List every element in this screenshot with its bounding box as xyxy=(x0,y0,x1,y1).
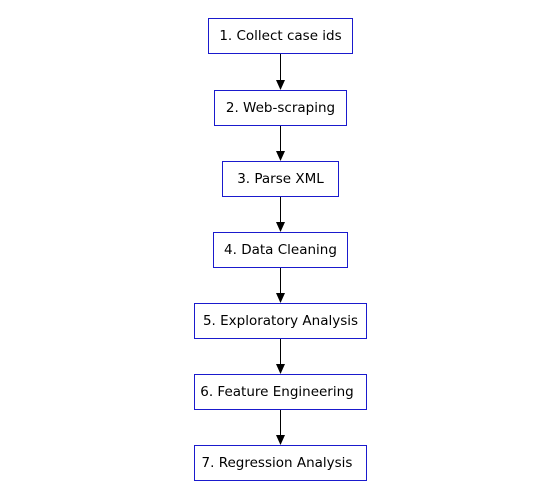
arrowhead-2-3 xyxy=(276,151,285,161)
step-label-7: 7. Regression Analysis xyxy=(202,455,353,471)
step-label-4: 4. Data Cleaning xyxy=(224,242,337,258)
step-box-7 xyxy=(194,445,367,481)
connector-6-7 xyxy=(276,410,285,445)
arrowhead-1-2 xyxy=(276,80,285,90)
connector-2-3 xyxy=(276,126,285,161)
step-label-2: 2. Web-scraping xyxy=(226,100,335,116)
step-node-7: 7. Regression Analysis xyxy=(194,445,367,481)
step-box-6 xyxy=(194,374,367,410)
arrowhead-5-6 xyxy=(276,364,285,374)
step-box-1 xyxy=(208,18,353,54)
step-node-2: 2. Web-scraping xyxy=(214,90,347,126)
connector-5-6 xyxy=(276,339,285,374)
step-label-6: 6. Feature Engineering xyxy=(200,384,353,400)
step-node-3: 3. Parse XML xyxy=(222,161,339,197)
step-node-4: 4. Data Cleaning xyxy=(213,232,348,268)
step-label-1: 1. Collect case ids xyxy=(219,28,341,44)
step-node-1: 1. Collect case ids xyxy=(208,18,353,54)
step-label-5: 5. Exploratory Analysis xyxy=(203,313,358,329)
step-node-6: 6. Feature Engineering xyxy=(194,374,367,410)
arrowhead-6-7 xyxy=(276,435,285,445)
step-box-2 xyxy=(214,90,347,126)
step-box-5 xyxy=(194,303,367,339)
arrowhead-4-5 xyxy=(276,293,285,303)
step-label-3: 3. Parse XML xyxy=(237,171,324,187)
arrowhead-3-4 xyxy=(276,222,285,232)
step-box-3 xyxy=(222,161,339,197)
connector-4-5 xyxy=(276,268,285,303)
connector-1-2 xyxy=(276,54,285,90)
connector-3-4 xyxy=(276,197,285,232)
step-node-5: 5. Exploratory Analysis xyxy=(194,303,367,339)
step-box-4 xyxy=(213,232,348,268)
